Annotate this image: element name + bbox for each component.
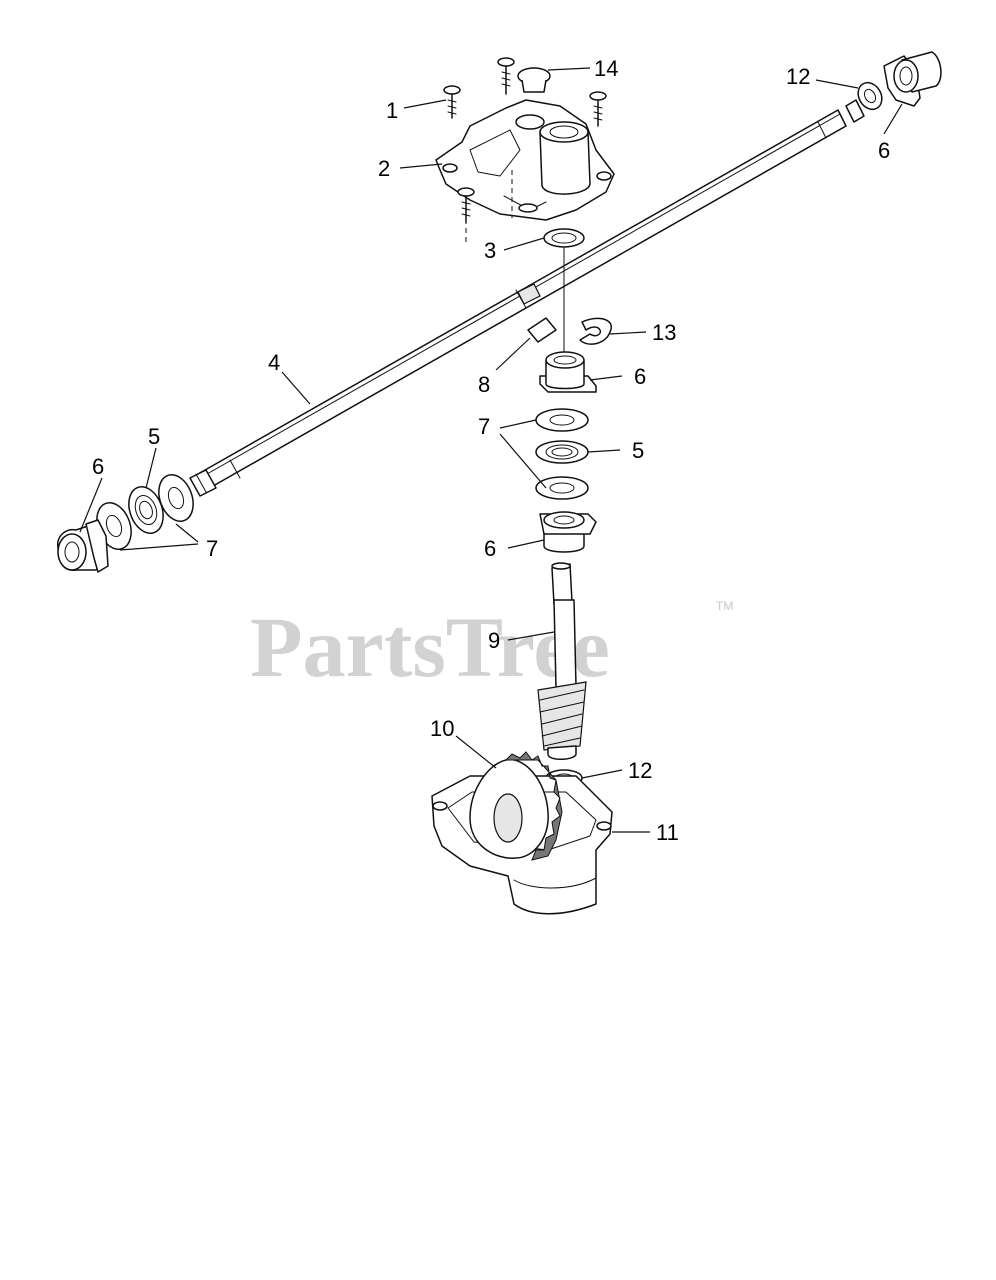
callout-6-mid: 6 [634, 364, 646, 389]
callout-13: 13 [652, 320, 676, 345]
callout-12-top: 12 [786, 64, 810, 89]
bearing-part-6-lower [539, 511, 597, 553]
screws-part-1 [443, 57, 607, 223]
worm-shaft-part-9 [537, 562, 587, 760]
screw-d [457, 187, 475, 223]
bearing-part-6-upper [539, 351, 597, 393]
watermark: PartsTree TM [250, 599, 733, 695]
callout-2: 2 [378, 156, 390, 181]
callout-6-topright: 6 [878, 138, 890, 163]
washer-part-5-mid [535, 440, 589, 464]
callout-6-low: 6 [484, 536, 496, 561]
washer-part-12-top [857, 81, 883, 111]
key-part-8 [527, 317, 557, 343]
callout-12-low: 12 [628, 758, 652, 783]
callouts: 1 2 3 4 5 5 6 6 6 6 7 7 8 9 10 11 12 12 … [92, 56, 890, 845]
upper-housing-part-2 [435, 99, 615, 246]
callout-8: 8 [478, 372, 490, 397]
watermark-trademark: TM [716, 599, 733, 613]
washer-stack-mid [535, 408, 589, 500]
callout-3: 3 [484, 238, 496, 263]
callout-11: 11 [656, 820, 679, 845]
watermark-text: PartsTree [250, 599, 610, 695]
callout-5-left: 5 [148, 424, 160, 449]
clip-part-13 [579, 317, 612, 345]
gear-part-10 [469, 751, 563, 861]
washer-part-7-left-a [158, 474, 194, 522]
callout-5-right: 5 [632, 438, 644, 463]
washer-part-5-left [128, 486, 164, 534]
bearing-part-6-topright [883, 51, 942, 107]
callout-9: 9 [488, 628, 500, 653]
callout-1: 1 [386, 98, 398, 123]
axle-shaft-part-4 [189, 99, 865, 497]
callout-4: 4 [268, 350, 280, 375]
callout-14: 14 [594, 56, 618, 81]
cap-part-14 [517, 67, 551, 93]
bearing-part-6-left [57, 519, 109, 573]
seal-part-3 [543, 228, 585, 248]
screw-a [443, 85, 461, 119]
screw-b [497, 57, 515, 95]
callout-7-left: 7 [206, 536, 218, 561]
leader-lines [79, 67, 903, 833]
callout-10: 10 [430, 716, 454, 741]
callout-7-right: 7 [478, 414, 490, 439]
callout-6-left: 6 [92, 454, 104, 479]
screw-c [589, 91, 607, 127]
washer-part-7-mid-a [535, 408, 589, 432]
washer-part-7-mid-b [535, 476, 589, 500]
